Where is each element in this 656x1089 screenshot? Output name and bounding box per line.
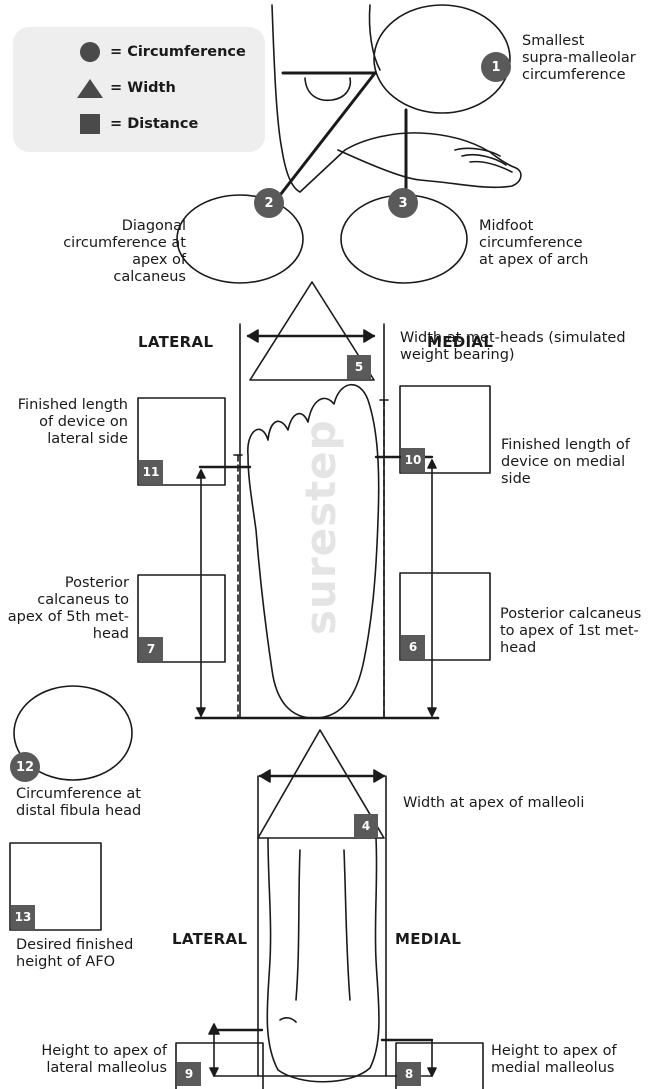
medial-label-top: MEDIAL — [427, 333, 493, 351]
legend: = Circumference = Width = Distance — [13, 27, 265, 152]
badge-10: 10 — [401, 448, 425, 472]
label-12: Circumference at distal fibula head — [16, 786, 141, 820]
badge-4: 4 — [354, 814, 378, 838]
badge-11: 11 — [139, 460, 163, 484]
label-11: Finished length of device on lateral sid… — [3, 397, 128, 448]
malleolus-arc — [305, 78, 350, 100]
legend-distance-label: = Distance — [110, 116, 198, 132]
label-8: Height to apex of medial malleolus — [491, 1043, 617, 1077]
label-2: Diagonal circumference at apex of calcan… — [60, 218, 186, 286]
label-3: Midfoot circumference at apex of arch — [479, 218, 588, 269]
badge-2: 2 — [254, 188, 284, 218]
diagonal-line — [270, 73, 375, 208]
label-13: Desired finished height of AFO — [16, 937, 133, 971]
legend-width-label: = Width — [110, 80, 176, 96]
label-9: Height to apex of lateral malleolus — [20, 1043, 167, 1077]
label-1: Smallest supra-malleolar circumference — [522, 33, 636, 84]
legend-circumference-label: = Circumference — [110, 44, 246, 60]
badge-5: 5 — [347, 355, 371, 379]
badge-9: 9 — [177, 1062, 201, 1086]
circle-2 — [177, 195, 303, 283]
leg-back-outline — [267, 838, 379, 1082]
badge-1: 1 — [481, 52, 511, 82]
badge-3: 3 — [388, 188, 418, 218]
watermark-logo: surestep — [296, 419, 345, 635]
badge-7: 7 — [139, 637, 163, 661]
badge-12: 12 — [10, 752, 40, 782]
label-4: Width at apex of malleoli — [403, 795, 584, 812]
circle-symbol-icon — [80, 42, 100, 62]
badge-6: 6 — [401, 635, 425, 659]
medial-label-bottom: MEDIAL — [395, 930, 461, 948]
badge-8: 8 — [397, 1062, 421, 1086]
label-6: Posterior calcaneus to apex of 1st met- … — [500, 606, 654, 657]
label-7: Posterior calcaneus to apex of 5th met- … — [3, 575, 129, 643]
toes — [455, 148, 512, 172]
lateral-label-bottom: LATERAL — [172, 930, 247, 948]
triangle-symbol-icon — [77, 79, 103, 98]
badge-13: 13 — [11, 905, 35, 929]
label-10: Finished length of device on medial side — [501, 437, 656, 488]
lateral-label-top: LATERAL — [138, 333, 213, 351]
square-symbol-icon — [80, 114, 100, 134]
